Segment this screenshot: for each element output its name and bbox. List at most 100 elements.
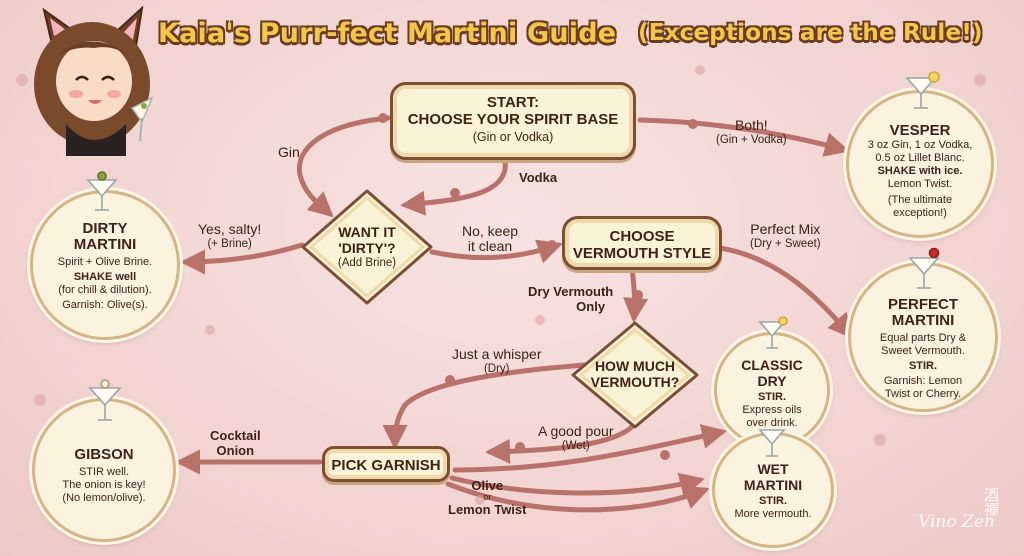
martini-glass-icon-gibson (88, 379, 122, 421)
watermark: 酒禪 Vino Zen (918, 488, 1018, 546)
wet-line1: STIR. (758, 495, 788, 507)
edge-label-good-pour-sub: (Wet) (561, 440, 590, 452)
dirty-line3: (for chill & dilution). (58, 284, 152, 296)
edge-label-yes-salty-sub: (+ Brine) (207, 238, 252, 250)
edge-label-both-main: Both! (734, 117, 768, 133)
dirty-q-note: (Add Brine) (337, 257, 397, 269)
edge-label-whisper-main: Just a whisper (452, 346, 542, 362)
edge-label-onion-1: Cocktail (210, 428, 261, 443)
edge-label-dry-only-2: Only (576, 299, 606, 314)
gibson-line3: (No lemon/olive). (62, 492, 146, 504)
arrow-gin (296, 115, 391, 218)
watermark-cjk: 酒禪 (984, 486, 1000, 519)
arrow-olive (449, 472, 705, 497)
martini-glass-icon-dirty (86, 171, 118, 211)
arrow-classic (452, 424, 727, 473)
edge-label-no-clean: No, keep it clean (462, 224, 518, 254)
edge-label-onion-2: Onion (216, 443, 255, 458)
classic-line1: STIR. (757, 391, 787, 403)
vermouth-style-line2: VERMOUTH STYLE (572, 245, 712, 262)
page-title: Kaia's Purr-fect Martini Guide (Exceptio… (158, 14, 998, 58)
vesper-line6: exception!) (893, 207, 947, 219)
martini-glass-icon-classic (758, 316, 788, 349)
edge-label-or: or (483, 492, 492, 502)
pick-garnish-label: PICK GARNISH (331, 457, 441, 474)
classic-title-2: DRY (757, 373, 787, 389)
vermouth-style-line1: CHOOSE (609, 228, 675, 245)
title-main: Kaia's Purr-fect Martini Guide (158, 18, 617, 49)
edge-label-whisper: Just a whisper (Dry) (452, 347, 541, 377)
edge-label-perfect-mix: Perfect Mix (Dry + Sweet) (750, 222, 821, 252)
vesper-line5: (The ultimate (887, 194, 953, 206)
start-spirit-base-box: START: CHOOSE YOUR SPIRIT BASE (Gin or V… (390, 82, 636, 160)
edge-label-gin: Gin (278, 144, 300, 160)
classic-title-1: CLASSIC (741, 357, 803, 373)
edge-label-dry-only-1: Dry Vermouth (528, 284, 614, 299)
start-heading-1: START: (486, 94, 540, 111)
dirty-q-line1: WANT IT (338, 224, 396, 240)
vesper-line4: Lemon Twist. (887, 178, 953, 190)
gibson-line1: STIR well. (78, 466, 130, 478)
edge-label-yes-salty: Yes, salty! (+ Brine) (198, 222, 261, 252)
edge-label-whisper-sub: (Dry) (483, 363, 510, 375)
edge-label-good-pour-main: A good pour (538, 423, 614, 439)
vesper-line1: 3 oz Gin, 1 oz Vodka, (867, 139, 973, 151)
perfect-title-1: PERFECT (887, 296, 958, 313)
perfect-line3: STIR. (908, 360, 938, 372)
arrow-whisper (382, 362, 588, 450)
dirty-title-2: MARTINI (73, 236, 137, 253)
martini-glass-icon-perfect (908, 247, 940, 289)
edge-label-no-clean-2: it clean (467, 238, 513, 254)
dirty-q-line2: 'DIRTY'? (338, 240, 396, 256)
pick-garnish-box: PICK GARNISH (322, 446, 450, 482)
arrow-lemon (445, 481, 710, 513)
vesper-title: VESPER (889, 122, 951, 139)
edge-label-yes-salty-main: Yes, salty! (198, 221, 262, 237)
start-note: (Gin or Vodka) (472, 130, 554, 144)
edge-label-perfect-mix-main: Perfect Mix (750, 221, 821, 237)
vermouth-style-box: CHOOSE VERMOUTH STYLE (562, 216, 722, 270)
arrow-both (637, 117, 850, 157)
gibson-card: GIBSON STIR well. The onion is key! (No … (32, 398, 176, 542)
edge-label-olive: Olive (471, 478, 504, 493)
want-dirty-diamond: WANT IT 'DIRTY'? (Add Brine) (300, 188, 434, 306)
dirty-martini-card: DIRTY MARTINI Spirit + Olive Brine. SHAK… (30, 190, 180, 340)
edge-label-good-pour: A good pour (Wet) (538, 424, 614, 454)
how-much-line2: VERMOUTH? (590, 374, 680, 390)
edge-label-both: Both! (Gin + Vodka) (716, 118, 787, 148)
paw-prints-decor (16, 65, 986, 505)
vesper-line2: 0.5 oz Lillet Blanc. (875, 152, 965, 164)
edge-label-olive-lemon: Olive or Lemon Twist (448, 478, 526, 517)
gibson-title: GIBSON (74, 446, 134, 463)
martini-glass-icon-vesper (905, 71, 940, 109)
start-heading-2: CHOOSE YOUR SPIRIT BASE (407, 111, 619, 128)
arrow-no-clean (429, 239, 563, 264)
edge-label-lemon-twist: Lemon Twist (448, 502, 527, 517)
how-much-line1: HOW MUCH (594, 358, 676, 374)
perfect-line5: Twist or Cherry. (884, 388, 962, 400)
perfect-line4: Garnish: Lemon (883, 375, 963, 387)
dirty-line2: SHAKE well (73, 271, 137, 283)
dirty-title-1: DIRTY (82, 220, 128, 237)
classic-line2: Express oils (742, 404, 802, 416)
wet-line2: More vermouth. (734, 508, 812, 520)
watermark-text: Vino Zen (918, 512, 995, 532)
edge-label-vodka: Vodka (519, 170, 558, 185)
how-much-vermouth-diamond: HOW MUCH VERMOUTH? (570, 320, 700, 430)
edge-label-perfect-mix-sub: (Dry + Sweet) (750, 238, 821, 250)
arrow-perfect-mix (717, 245, 854, 339)
edge-label-cocktail-onion: Cocktail Onion (210, 428, 261, 458)
dirty-line4: Garnish: Olive(s). (62, 299, 148, 311)
wet-title-1: WET (757, 461, 789, 477)
perfect-line1: Equal parts Dry & (879, 332, 967, 344)
cat-girl-avatar (14, 6, 164, 156)
martini-glass-icon-wet (758, 429, 786, 457)
gibson-line2: The onion is key! (62, 479, 146, 491)
edge-label-dry-only: Dry Vermouth Only (528, 284, 613, 314)
edge-label-both-sub: (Gin + Vodka) (716, 134, 787, 146)
arrow-vodka (400, 157, 508, 216)
dirty-line1: Spirit + Olive Brine. (57, 256, 153, 268)
wet-title-2: MARTINI (743, 477, 803, 493)
